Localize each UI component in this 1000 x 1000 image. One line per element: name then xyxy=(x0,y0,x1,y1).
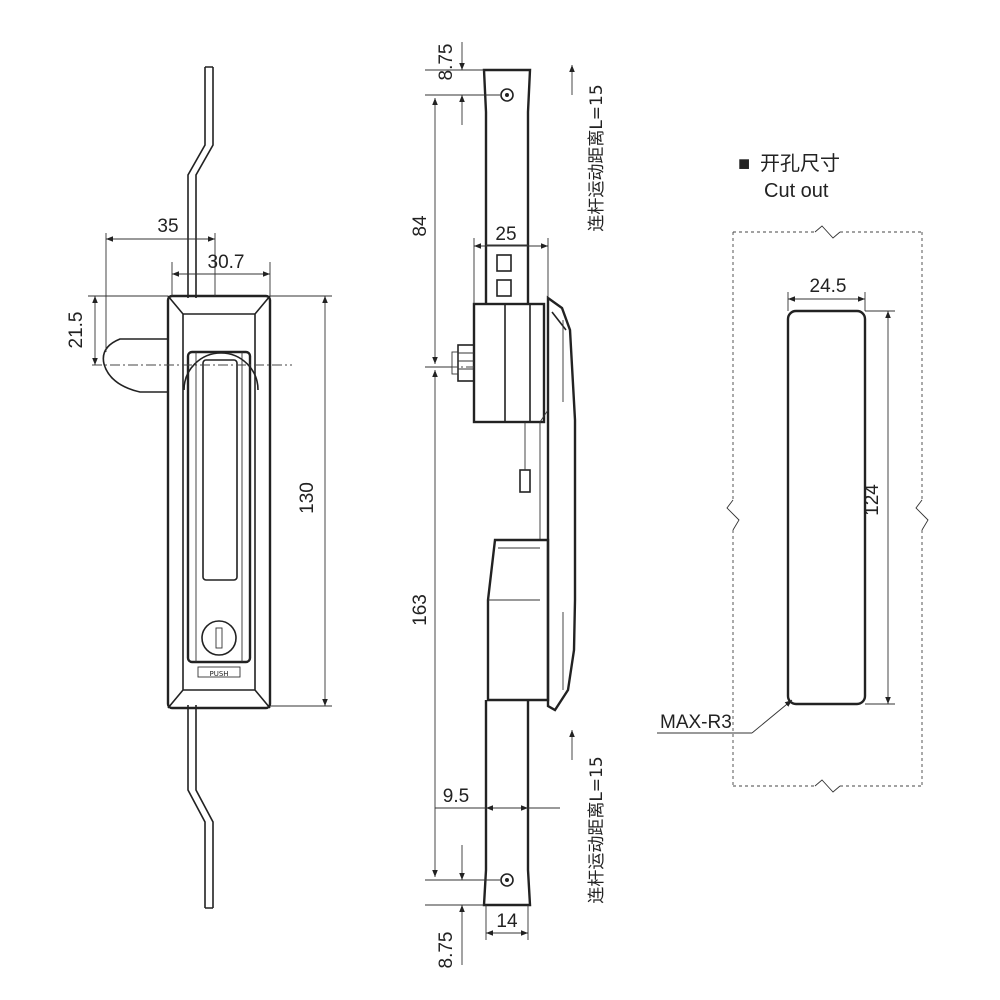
dim-24-5: 24.5 xyxy=(810,276,847,297)
lower-housing xyxy=(486,538,550,702)
housing-bevel xyxy=(167,295,271,709)
latch-tab xyxy=(102,338,168,393)
handle-stamp: PUSH xyxy=(209,670,228,678)
dim-9-5: 9.5 xyxy=(443,786,469,807)
cutout-view: ■ 开孔尺寸 Cut out 24.5 124 MAX-R3 xyxy=(657,152,929,793)
upper-pivot-hole xyxy=(500,88,514,102)
dim-8-75-bottom: 8.75 xyxy=(436,932,457,969)
dim-84: 84 xyxy=(410,215,431,237)
handle-body xyxy=(186,350,252,664)
dim-14: 14 xyxy=(496,911,518,932)
cutout-marker: ■ xyxy=(738,153,750,175)
upper-link-bar xyxy=(482,68,532,305)
handle-stamp-plate xyxy=(197,666,241,678)
dim-124: 124 xyxy=(862,484,883,516)
handle-top-circle xyxy=(183,352,259,391)
cutout-title-cn: 开孔尺寸 xyxy=(760,152,840,175)
dim-30-7: 30.7 xyxy=(208,252,245,273)
travel-note-bottom: 连杆运动距离L=15 xyxy=(587,756,607,903)
dim-130: 130 xyxy=(297,482,318,514)
latch-body-block xyxy=(472,302,546,424)
cutout-title-en: Cut out xyxy=(764,180,829,202)
handle-grip xyxy=(202,359,238,581)
lower-pivot-hole xyxy=(500,873,514,887)
side-view: 8.75 84 25 163 9.5 14 8.75 连杆运动距离L=15 连杆… xyxy=(410,42,607,968)
dim-25: 25 xyxy=(495,224,516,245)
dim-163: 163 xyxy=(410,594,431,626)
dim-21-5: 21.5 xyxy=(66,312,87,349)
dim-35: 35 xyxy=(157,216,178,237)
pivot-nut xyxy=(457,344,475,382)
panel-boundary xyxy=(732,231,923,787)
bottom-rod xyxy=(187,705,214,909)
dim-8-75-top: 8.75 xyxy=(436,44,457,81)
lower-link-bar xyxy=(482,700,532,907)
radius-label: MAX-R3 xyxy=(660,712,732,733)
front-view: PUSH 35 30.7 21.5 130 xyxy=(66,66,332,909)
cutout-opening xyxy=(786,309,867,706)
key-cylinder xyxy=(201,620,237,656)
handle-profile xyxy=(546,295,577,712)
housing-outer xyxy=(166,294,272,710)
travel-note-top: 连杆运动距离L=15 xyxy=(587,84,607,231)
